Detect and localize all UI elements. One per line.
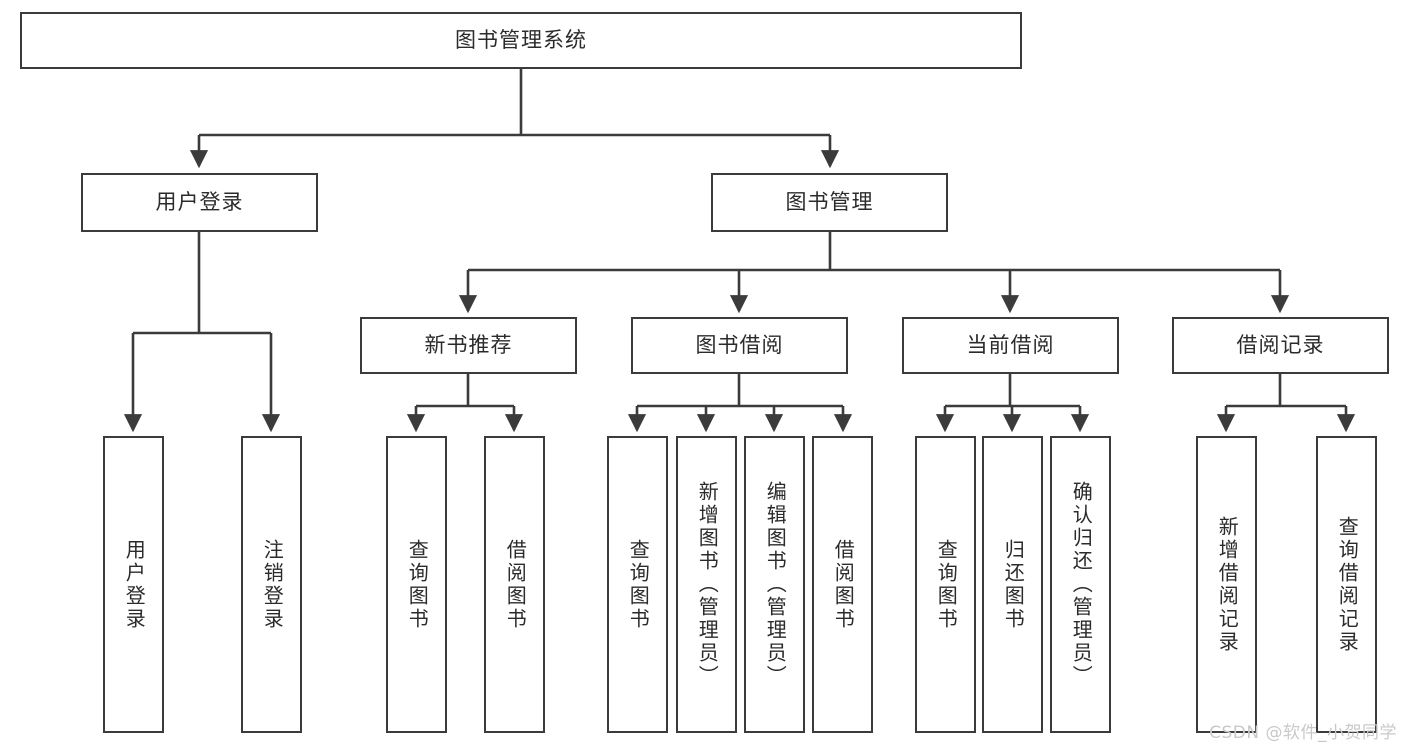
- leaf-logout[interactable]: 注销登录: [241, 436, 302, 733]
- leaf-current-return-book[interactable]: 归还图书: [982, 436, 1043, 733]
- node-root[interactable]: 图书管理系统: [20, 12, 1022, 69]
- leaf-new-borrow-book-label: 借阅图书: [503, 538, 528, 631]
- leaf-borrow-edit-book-admin[interactable]: 编辑图书（管理员）: [744, 436, 805, 733]
- leaf-record-add-record[interactable]: 新增借阅记录: [1196, 436, 1257, 733]
- leaf-borrow-query-book[interactable]: 查询图书: [607, 436, 668, 733]
- leaf-current-query-book[interactable]: 查询图书: [915, 436, 976, 733]
- node-book-borrow[interactable]: 图书借阅: [631, 317, 848, 374]
- leaf-record-query-record[interactable]: 查询借阅记录: [1316, 436, 1377, 733]
- leaf-new-query-book[interactable]: 查询图书: [386, 436, 447, 733]
- node-current-borrow-label: 当前借阅: [966, 333, 1055, 358]
- leaf-borrow-add-book-admin-label: 新增图书（管理员）: [695, 481, 720, 688]
- node-user-login[interactable]: 用户登录: [81, 173, 318, 232]
- leaf-user-login[interactable]: 用户登录: [103, 436, 164, 733]
- leaf-record-add-record-label: 新增借阅记录: [1215, 515, 1240, 654]
- node-root-label: 图书管理系统: [455, 28, 587, 53]
- leaf-borrow-query-book-label: 查询图书: [626, 538, 651, 631]
- leaf-new-query-book-label: 查询图书: [405, 538, 430, 631]
- leaf-current-return-book-label: 归还图书: [1001, 538, 1026, 631]
- node-borrow-record[interactable]: 借阅记录: [1172, 317, 1389, 374]
- leaf-user-login-label: 用户登录: [122, 538, 147, 631]
- node-borrow-record-label: 借阅记录: [1236, 333, 1325, 358]
- node-new-book-recommend-label: 新书推荐: [424, 333, 513, 358]
- node-book-management-label: 图书管理: [785, 190, 874, 215]
- node-current-borrow[interactable]: 当前借阅: [902, 317, 1119, 374]
- leaf-borrow-borrow-book[interactable]: 借阅图书: [812, 436, 873, 733]
- leaf-current-confirm-return-admin[interactable]: 确认归还（管理员）: [1050, 436, 1111, 733]
- leaf-logout-label: 注销登录: [260, 538, 285, 631]
- watermark: CSDN @软件_小贺同学: [1209, 723, 1397, 743]
- leaf-borrow-add-book-admin[interactable]: 新增图书（管理员）: [676, 436, 737, 733]
- node-new-book-recommend[interactable]: 新书推荐: [360, 317, 577, 374]
- leaf-current-confirm-return-admin-label: 确认归还（管理员）: [1069, 481, 1094, 688]
- node-book-borrow-label: 图书借阅: [695, 333, 784, 358]
- leaf-record-query-record-label: 查询借阅记录: [1335, 515, 1360, 654]
- leaf-borrow-edit-book-admin-label: 编辑图书（管理员）: [763, 481, 788, 688]
- node-book-management[interactable]: 图书管理: [711, 173, 948, 232]
- node-user-login-label: 用户登录: [155, 190, 244, 215]
- leaf-new-borrow-book[interactable]: 借阅图书: [484, 436, 545, 733]
- leaf-current-query-book-label: 查询图书: [934, 538, 959, 631]
- leaf-borrow-borrow-book-label: 借阅图书: [831, 538, 856, 631]
